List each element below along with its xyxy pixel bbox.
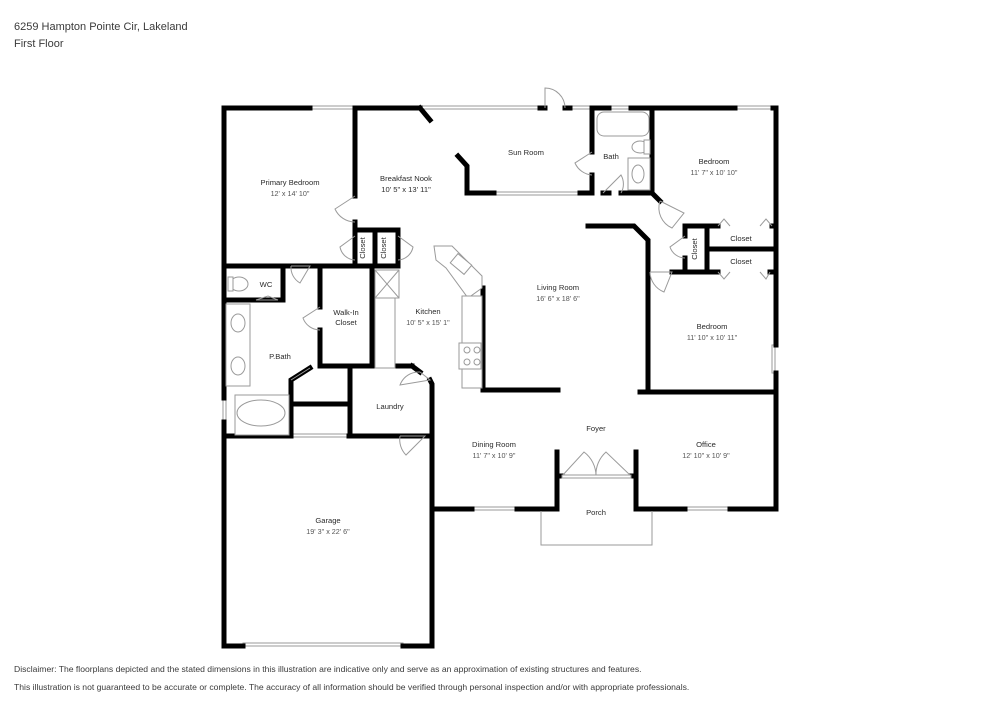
room-name-walk-in-closet-2: Closet <box>335 318 357 327</box>
windows <box>222 105 776 647</box>
sink-icon <box>230 356 246 376</box>
bathtub-icon <box>596 111 650 137</box>
room-dims-breakfast-nook: 10' 5" x 13' 11" <box>381 185 431 194</box>
walls <box>221 104 779 649</box>
room-name-laundry: Laundry <box>376 402 404 411</box>
floor-label: First Floor <box>14 38 64 50</box>
property-address: 6259 Hampton Pointe Cir, Lakeland <box>14 21 188 33</box>
sink-icon <box>230 313 246 333</box>
room-dims-dining-room: 11' 7" x 10' 9" <box>473 451 516 460</box>
room-name-closet-2: Closet <box>379 236 388 258</box>
room-name-bedroom-ne: Bedroom <box>699 157 730 166</box>
room-name-wc: WC <box>260 280 273 289</box>
kitchen-sink-icon <box>449 252 473 276</box>
room-dims-primary-bedroom: 12' x 14' 10" <box>271 189 310 198</box>
room-name-closet-1: Closet <box>358 236 367 258</box>
room-name-dining-room: Dining Room <box>472 440 516 449</box>
room-name-closet-3: Closet <box>690 237 699 259</box>
fixtures <box>225 111 653 546</box>
disclaimer-line-1: Disclaimer: The floorplans depicted and … <box>14 664 642 674</box>
room-name-bedroom-e: Bedroom <box>697 322 728 331</box>
room-dims-bedroom-e: 11' 10" x 10' 11" <box>687 333 738 342</box>
room-name-bath: Bath <box>603 152 619 161</box>
room-name-living-room: Living Room <box>537 283 579 292</box>
room-name-closet-4: Closet <box>730 234 752 243</box>
sink-icon <box>631 164 645 184</box>
room-name-office: Office <box>696 440 716 449</box>
bathtub-icon <box>236 399 286 427</box>
room-name-sun-room: Sun Room <box>508 148 544 157</box>
room-dims-bedroom-ne: 11' 7" x 10' 10" <box>691 168 738 177</box>
room-name-kitchen: Kitchen <box>415 307 440 316</box>
room-name-primary-bedroom: Primary Bedroom <box>260 178 319 187</box>
room-dims-garage: 19' 3" x 22' 6" <box>306 527 350 536</box>
room-name-breakfast-nook: Breakfast Nook <box>380 174 432 183</box>
room-name-porch: Porch <box>586 508 606 517</box>
room-name-closet-5: Closet <box>730 257 752 266</box>
room-dims-office: 12' 10" x 10' 9" <box>682 451 730 460</box>
room-dims-kitchen: 10' 5" x 15' 1" <box>406 318 450 327</box>
room-labels: Primary Bedroom 12' x 14' 10" Breakfast … <box>260 148 753 536</box>
doors <box>255 87 773 479</box>
room-dims-living-room: 16' 6" x 18' 6" <box>536 294 580 303</box>
disclaimer-line-2: This illustration is not guaranteed to b… <box>14 682 690 692</box>
room-name-foyer: Foyer <box>586 424 606 433</box>
room-name-p-bath: P.Bath <box>269 352 291 361</box>
room-name-garage: Garage <box>315 516 340 525</box>
room-name-walk-in-closet: Walk-In <box>333 308 358 317</box>
